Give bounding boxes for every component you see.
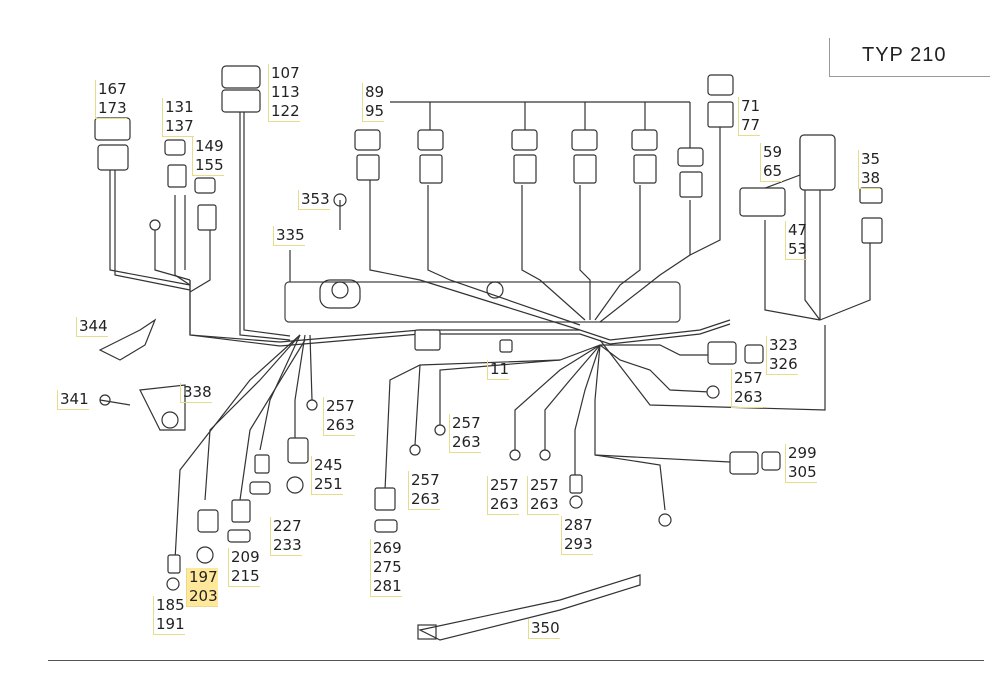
callout-11[interactable]: 11 — [487, 360, 510, 380]
callout-350[interactable]: 350 — [528, 619, 560, 639]
baseline-rule — [48, 660, 984, 661]
cable-tie — [418, 574, 641, 641]
harness-housing — [284, 281, 681, 323]
connector-59 — [799, 134, 836, 191]
callout-335[interactable]: 335 — [273, 226, 305, 246]
callout-341[interactable]: 341 — [57, 390, 89, 410]
type-label: TYP 210 — [862, 44, 947, 66]
harness-trunk — [189, 280, 731, 343]
callout-338[interactable]: 338 — [180, 383, 212, 403]
connector-107 — [221, 65, 261, 89]
callout-353[interactable]: 353 — [298, 190, 330, 210]
type-label-box — [829, 38, 990, 77]
connector-167 — [94, 117, 131, 141]
callout-344[interactable]: 344 — [76, 317, 108, 337]
